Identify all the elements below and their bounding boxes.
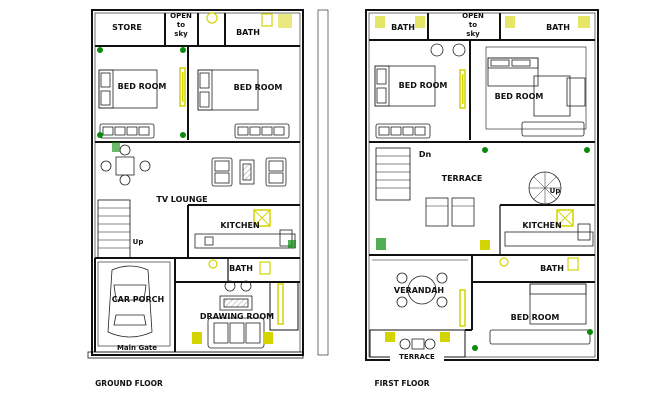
gf-bed-room-right-label: BED ROOM [233,83,283,92]
ff-open-to-sky-label-1: OPEN [462,12,484,20]
gf-main-gate-label: Main Gate [116,344,158,352]
ff-bath-right-label: BATH [546,23,570,32]
gf-tv-lounge-label: TV LOUNGE [156,195,208,204]
sofa-icon [207,317,265,349]
sofa-icon [99,123,155,139]
first-floor-furniture [374,43,594,350]
gf-store-label: STORE [112,23,142,32]
sofa-icon [375,123,431,139]
round-table-icon [407,275,437,305]
center-table-icon [219,295,253,311]
gf-open-to-sky-label-1: OPEN [170,12,192,20]
lounger-icon [425,197,449,227]
tv-table-icon [239,159,255,185]
gf-open-to-sky-label-3: sky [174,30,188,38]
ff-open-to-sky-label-3: sky [466,30,480,38]
gf-car-porch-label: CAR PORCH [111,295,165,304]
ff-kitchen-label: KITCHEN [522,221,562,230]
gf-kitchen-label: KITCHEN [220,221,260,230]
ff-terrace-label: TERRACE [441,174,483,183]
ff-dn-label: Dn [418,150,432,159]
ff-caption: FIRST FLOOR [374,379,430,388]
gf-caption: GROUND FLOOR [95,379,163,388]
ff-bath-lower-label: BATH [540,264,564,273]
first-floor-plan [365,9,599,361]
dining-table-icon [115,156,135,176]
gf-bath-lower-label: BATH [229,264,253,273]
gf-bed-room-left-label: BED ROOM [117,82,167,91]
sofa-icon [234,123,290,139]
ff-bath-left-label: BATH [391,23,415,32]
gf-drawing-room-label: DRAWING ROOM [199,312,275,321]
sofa-icon [211,157,233,187]
ff-bed-room-right-label: BED ROOM [494,92,544,101]
ff-outer-wall [365,9,599,361]
ff-bed-room-left-label: BED ROOM [398,81,448,90]
ff-verandah-label: VERANDAH [393,286,445,295]
gf-bath-top-label: BATH [236,28,260,37]
gf-up-label: Up [132,238,144,246]
bed-icon [487,57,539,87]
car-icon [107,265,153,338]
ground-floor-furniture [98,69,296,349]
toilet-icon [261,13,273,27]
ff-open-to-sky-label-2: to [468,21,478,29]
gf-open-to-sky-label-2: to [176,21,186,29]
sofa-icon [265,157,287,187]
ff-terrace-lower-label: TERRACE [390,354,444,361]
ground-floor-fixtures [97,12,296,344]
ground-floor-plan [87,9,329,359]
first-floor-fixtures [375,16,593,351]
ff-bed-room-lower-label: BED ROOM [510,313,560,322]
ff-up-label: Up [549,187,561,195]
washbasin-icon [206,12,218,24]
